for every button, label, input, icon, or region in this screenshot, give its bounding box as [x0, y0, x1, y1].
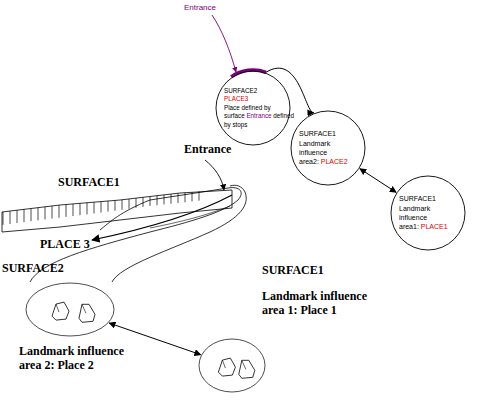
leader-arrow — [212, 15, 236, 72]
road-outline — [112, 185, 246, 282]
place-circle: SURFACE2PLACE3Place defined by surfaceEn… — [215, 70, 291, 146]
route-arrow — [92, 195, 232, 240]
surface-name: SURFACE2 — [224, 87, 282, 96]
text-line: Landmark influence area2:PLACE2 — [299, 139, 357, 167]
text-line: Place defined by surfaceEntrancedefined … — [224, 104, 282, 130]
rock-symbol — [218, 358, 235, 376]
entrance-label: Entrance — [184, 143, 231, 157]
node-text-area: SURFACE1Landmark influence area2:PLACE2 — [290, 110, 366, 186]
surface-label: SURFACE1 — [262, 264, 324, 278]
link-arrow — [360, 169, 396, 193]
place-label: PLACE 3 — [40, 238, 90, 252]
road-line — [150, 206, 230, 228]
leader-arrow — [205, 160, 224, 190]
place-circle: SURFACE1Landmark influence area2:PLACE2 — [290, 110, 366, 186]
landmark-area: Landmark influence area 2: Place 2 — [25, 282, 115, 337]
node-outline — [290, 110, 366, 186]
area-label: Landmark influence area 1: Place 1 — [262, 290, 387, 318]
entrance-label: Entrance — [184, 3, 216, 12]
landmark-area: Landmark influence area 1: Place 1 — [198, 338, 266, 393]
node-text: PLACE2 — [321, 158, 348, 165]
node-text: PLACE1 — [421, 223, 448, 230]
rock-symbol — [79, 304, 95, 322]
node-text-area: SURFACE2PLACE3Place defined by surfaceEn… — [215, 70, 291, 146]
node-text: PLACE3 — [224, 95, 282, 104]
place-circle: SURFACE1Landmark influence area1:PLACE1 — [390, 175, 466, 251]
surface-label: SURFACE2 — [2, 262, 64, 276]
surface-name: SURFACE1 — [399, 194, 457, 203]
node-text: Entrance — [246, 112, 271, 119]
rock-symbol — [239, 360, 255, 378]
surface-name: SURFACE1 — [299, 129, 357, 138]
surface-label: SURFACE1 — [58, 176, 120, 190]
node-outline — [25, 282, 115, 337]
area-label: Landmark influence area 2: Place 2 — [19, 345, 144, 373]
rock-symbol — [52, 302, 69, 320]
node-text-area: SURFACE1Landmark influence area1:PLACE1 — [390, 175, 466, 251]
node-outline — [390, 175, 466, 251]
node-outline — [198, 338, 266, 393]
text-line: Landmark influence area1:PLACE1 — [399, 204, 457, 232]
